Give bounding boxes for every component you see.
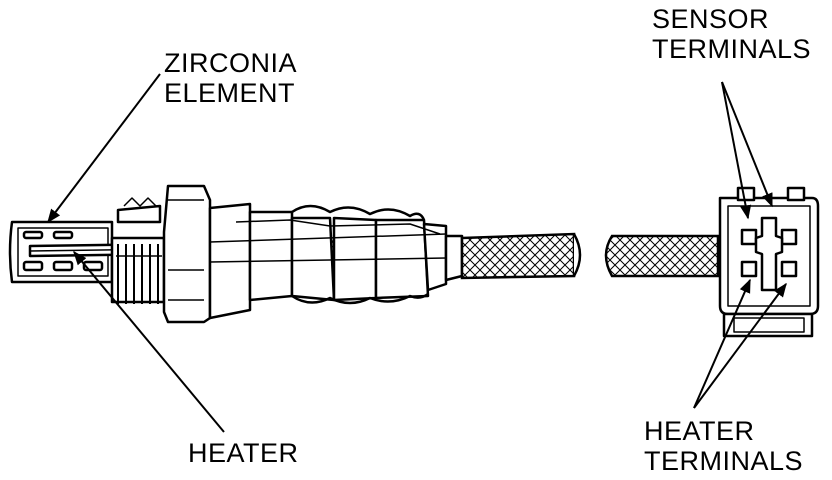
- zirconia-label-line2: ELEMENT: [164, 78, 296, 108]
- heater-label: HEATER: [188, 438, 299, 468]
- hex-nut: [116, 184, 212, 324]
- heater-terminal-right: [780, 260, 798, 278]
- heater-terminals-label-line1: HEATER: [644, 416, 755, 446]
- sensor-terminals-label-line2: TERMINALS: [652, 34, 812, 64]
- heater-term-leader-left: [693, 278, 751, 409]
- sensor-terminal-left: [740, 228, 758, 246]
- zirconia-leader: [47, 73, 161, 224]
- heater-terminal-left: [740, 260, 758, 278]
- sensor-housing: [208, 202, 464, 320]
- heater-term-leader-right: [693, 282, 787, 409]
- rubber-boot: [291, 204, 429, 305]
- threaded-section: [110, 236, 166, 304]
- sensor-terminal-right: [780, 228, 798, 246]
- cable-left: [460, 232, 582, 280]
- sensor-leader-right: [721, 81, 773, 208]
- leader-lines: [47, 73, 787, 433]
- sensor-terminals-label-line1: SENSOR: [652, 4, 770, 34]
- cable-right: [604, 234, 720, 278]
- heater-terminals-label-line2: TERMINALS: [644, 446, 804, 476]
- heater-leader: [73, 250, 225, 433]
- sensor-body: [8, 184, 464, 324]
- sensor-leader-left: [721, 81, 752, 220]
- zirconia-label-line1: ZIRCONIA: [164, 48, 298, 78]
